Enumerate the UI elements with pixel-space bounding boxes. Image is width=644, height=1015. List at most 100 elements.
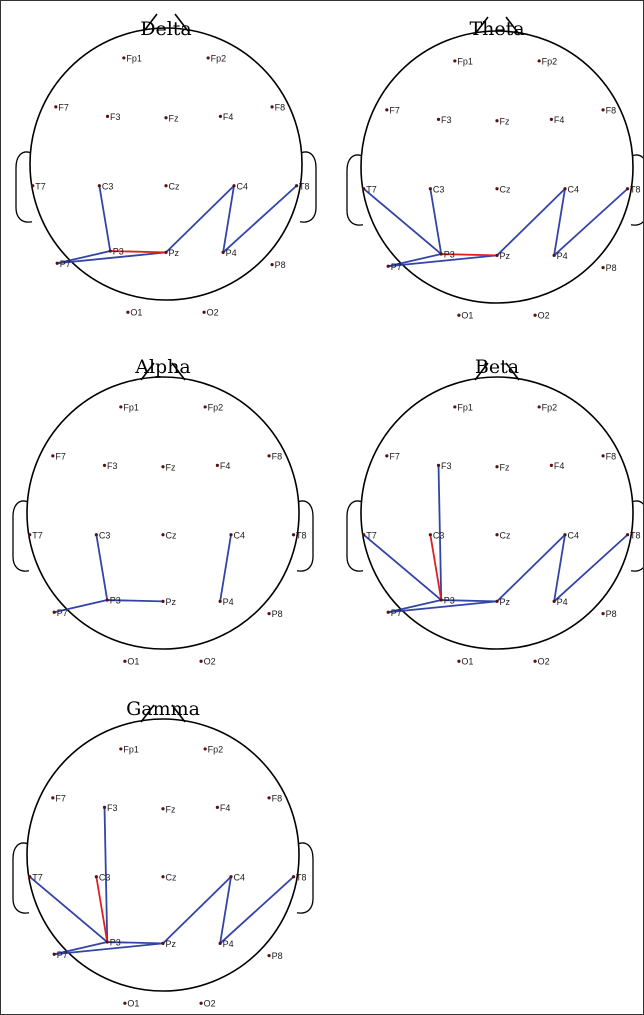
electrode-t8: T8 [625, 530, 641, 540]
electrode-p4: P4 [221, 248, 237, 258]
electrode-dot [453, 59, 457, 63]
electrode-dot [51, 796, 55, 800]
electrode-dot [549, 463, 554, 467]
electrode-c4: C4 [232, 181, 248, 191]
electrode-f3: F3 [105, 112, 121, 122]
connection-c4-p4 [553, 187, 566, 257]
electrode-label: F7 [55, 793, 66, 803]
electrode-label: P3 [110, 938, 121, 948]
electrode-dot [229, 875, 233, 879]
electrode-dot [218, 941, 222, 946]
electrode-dot [55, 261, 59, 265]
connection-p3-pz [440, 599, 498, 603]
nose-left-line [143, 13, 158, 32]
electrode-label: Fp1 [123, 744, 139, 754]
electrode-label: T8 [296, 872, 307, 882]
electrode-label: C4 [237, 181, 249, 191]
electrode-dot [601, 612, 605, 616]
electrode-label: O2 [204, 657, 216, 667]
electrode-label: P3 [113, 247, 124, 257]
electrode-dot [199, 1001, 203, 1005]
electrode-label: F4 [554, 461, 565, 471]
left-ear [346, 500, 364, 572]
electrode-dot [232, 184, 236, 188]
electrode-dot [270, 263, 274, 267]
electrode-f7: F7 [54, 102, 69, 112]
electrode-dot [385, 108, 389, 112]
electrode-label: F4 [223, 112, 234, 122]
electrode-c4: C4 [563, 184, 579, 194]
electrode-p4: P4 [218, 597, 234, 607]
electrode-label: P7 [60, 259, 71, 269]
electrode-f7: F7 [51, 793, 66, 803]
electrode-f3: F3 [436, 461, 452, 471]
electrode-label: Cz [500, 530, 511, 540]
electrode-label: O1 [130, 308, 142, 318]
electrode-dot [97, 184, 101, 188]
electrode-fz: Fz [495, 462, 510, 472]
electrode-dot [495, 599, 499, 604]
electrode-label: F7 [389, 451, 400, 461]
connection-f3-p3 [437, 464, 443, 601]
electrode-label: P8 [272, 609, 283, 619]
electrode-f7: F7 [385, 451, 400, 461]
electrode-pz: Pz [164, 248, 180, 258]
electrode-dot [161, 807, 165, 811]
electrode-label: T8 [299, 181, 310, 191]
electrode-p8: P8 [601, 263, 617, 273]
electrode-dot [94, 875, 98, 879]
connection-pz-c4 [165, 184, 235, 254]
electrode-label: Fp2 [211, 53, 227, 63]
electrode-dot [495, 119, 499, 123]
electrode-dot [28, 875, 32, 879]
connection-c4-p4 [222, 184, 235, 254]
electrode-dot [291, 875, 296, 879]
electrode-f4: F4 [215, 803, 230, 813]
electrode-p7: P7 [386, 262, 402, 272]
electrode-f4: F4 [549, 115, 565, 125]
electrode-label: F4 [554, 115, 565, 125]
electrode-dot [457, 313, 461, 317]
electrode-label: C3 [102, 181, 114, 191]
electrode-dot [203, 405, 207, 409]
electrode-t8: T8 [625, 184, 641, 194]
connection-p3-p7 [53, 941, 109, 956]
electrode-f3: F3 [102, 461, 118, 471]
electrode-dot [294, 184, 299, 188]
connection-c4-p4 [219, 533, 232, 603]
electrode-dot [439, 598, 443, 602]
electrode-dot [267, 796, 271, 800]
electrode-dot [436, 117, 441, 121]
electrode-dot [28, 533, 32, 537]
electrode-dot [31, 184, 35, 188]
electrode-label: P7 [57, 608, 68, 618]
electrode-o2: O2 [533, 311, 550, 321]
electrode-label: Fz [166, 804, 176, 814]
electrode-dot [537, 59, 541, 63]
electrode-o1: O1 [123, 657, 139, 667]
electrode-fz: Fz [161, 462, 176, 472]
connection-c3-p3 [98, 184, 112, 252]
electrode-label: Fz [169, 113, 179, 123]
electrode-dot [102, 805, 107, 810]
electrode-o1: O1 [457, 657, 473, 667]
right-ear [630, 154, 643, 226]
electrode-label: F3 [107, 461, 118, 471]
electrode-dot [552, 253, 556, 257]
electrode-dot [533, 313, 537, 317]
electrode-dot [108, 249, 112, 253]
electrode-p4: P4 [552, 597, 568, 607]
electrode-dot [119, 405, 123, 409]
electrode-c3: C3 [94, 872, 110, 882]
electrode-label: C4 [568, 184, 580, 194]
electrode-pz: Pz [495, 251, 511, 261]
electrode-fp2: Fp2 [203, 402, 223, 412]
connection-pz-c4 [496, 533, 566, 603]
electrode-o2: O2 [202, 308, 219, 318]
electrode-p7: P7 [52, 950, 68, 960]
electrode-label: Pz [169, 248, 180, 258]
electrode-dot [221, 250, 225, 254]
